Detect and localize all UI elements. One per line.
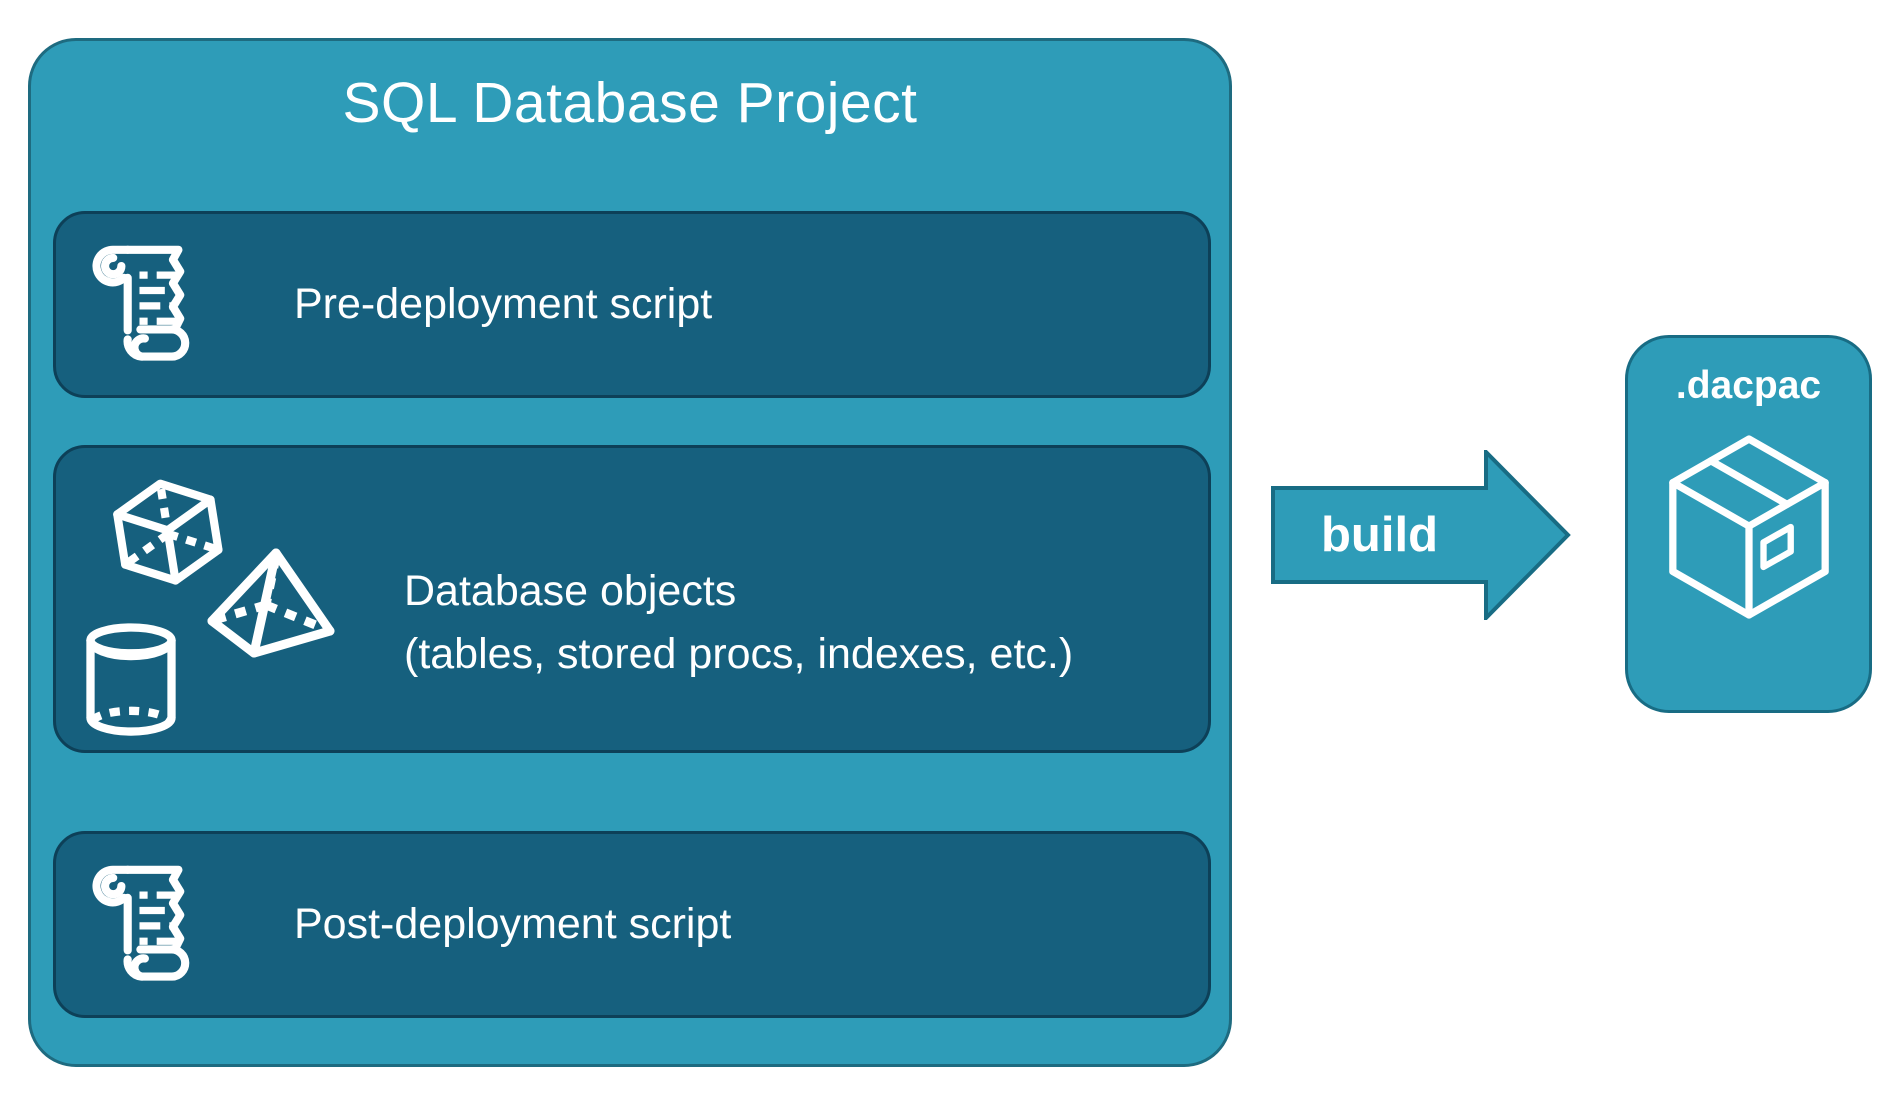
build-arrow-shape <box>1271 450 1571 620</box>
dacpac-label: .dacpac <box>1675 364 1822 407</box>
scroll-icon <box>84 238 204 372</box>
scroll-icon <box>84 858 204 992</box>
package-icon <box>1658 430 1840 644</box>
dacpac-box: .dacpac <box>1625 335 1872 713</box>
pyramid-icon <box>204 544 338 668</box>
database-objects-sublabel: (tables, stored procs, indexes, etc.) <box>404 630 1074 678</box>
pre-deployment-panel: Pre-deployment script <box>53 211 1211 398</box>
database-objects-label: Database objects <box>404 567 737 615</box>
cube-icon <box>108 474 228 592</box>
post-deployment-panel: Post-deployment script <box>53 831 1211 1018</box>
pre-deployment-label: Pre-deployment script <box>294 280 713 328</box>
project-title: SQL Database Project <box>342 71 918 135</box>
post-deployment-label: Post-deployment script <box>294 900 732 948</box>
database-objects-label-block: Database objects (tables, stored procs, … <box>404 560 1073 686</box>
cylinder-icon <box>82 622 180 738</box>
database-objects-panel: Database objects (tables, stored procs, … <box>53 445 1211 753</box>
build-label: build <box>1320 508 1439 562</box>
build-arrow <box>1271 450 1571 620</box>
sql-database-project-box: SQL Database Project <box>28 38 1232 1067</box>
